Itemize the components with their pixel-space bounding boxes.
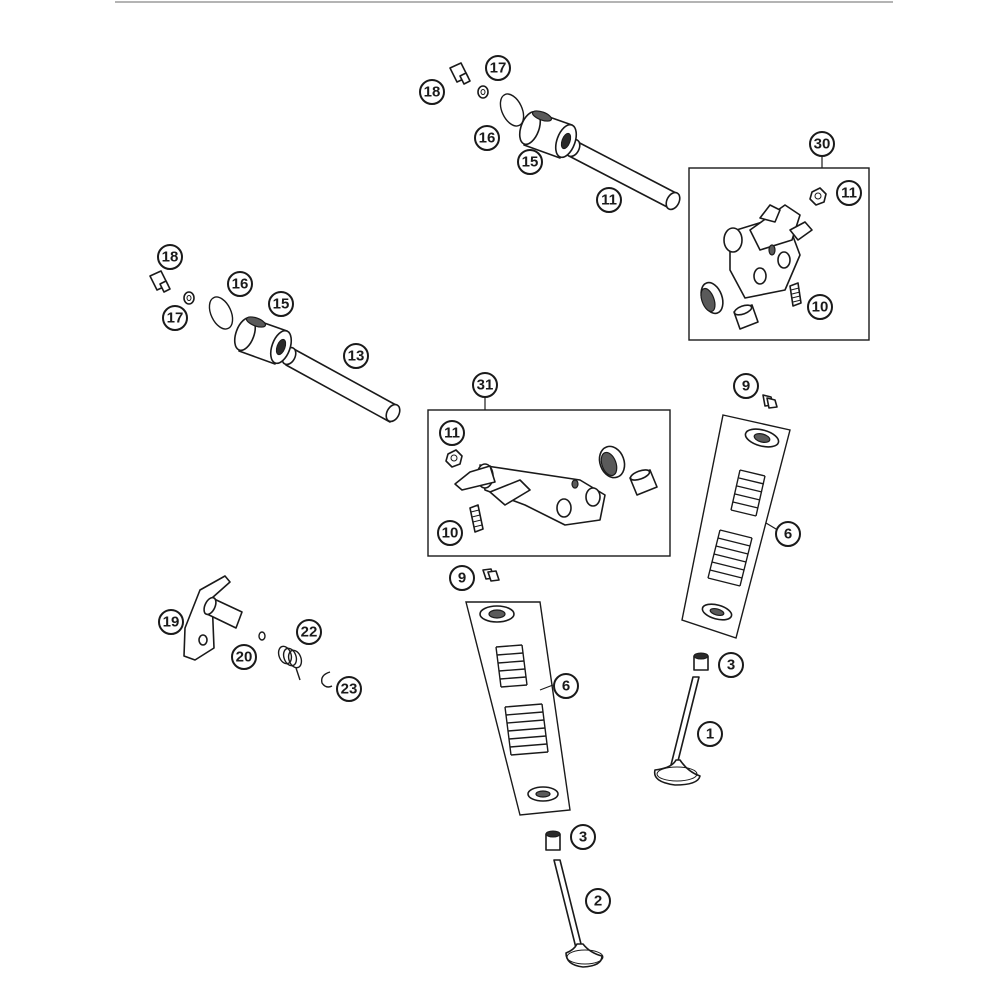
callout-10-upper: 10 [807,294,833,320]
callout-6-left: 6 [553,673,579,699]
svg-text:10: 10 [812,299,829,316]
callout-23: 23 [336,676,362,702]
svg-text:9: 9 [742,378,750,395]
outer-spring-left [504,703,549,756]
callout-15-lower: 15 [268,291,294,317]
svg-text:17: 17 [490,60,507,77]
callout-9-right: 9 [733,373,759,399]
svg-text:13: 13 [348,348,365,365]
inner-spring-left [495,644,528,688]
callout-6-right: 6 [775,521,801,547]
rocker-shaft-upper [449,62,681,211]
outer-spring-right [707,529,753,587]
valve-2 [553,859,604,968]
valve-spring-kit-right [681,394,791,639]
svg-text:3: 3 [579,829,587,846]
svg-text:6: 6 [562,678,570,695]
callout-11-lower: 11 [439,420,465,446]
callout-17-lower: 17 [162,305,188,331]
svg-text:17: 17 [167,310,184,327]
svg-text:1: 1 [706,726,714,743]
svg-text:30: 30 [814,136,831,153]
svg-text:31: 31 [477,377,494,394]
callout-16: 16 [474,125,500,151]
svg-text:16: 16 [232,276,249,293]
svg-text:18: 18 [424,84,441,101]
callout-11-upper: 11 [836,180,862,206]
callout-18: 18 [419,79,445,105]
callout-10-lower: 10 [437,520,463,546]
valve-stem-seal-left [545,830,561,851]
callout-13: 11 [596,187,622,213]
svg-text:11: 11 [601,192,617,209]
callout-17: 17 [485,55,511,81]
callout-16-lower: 16 [227,271,253,297]
valve-stem-seal-right [693,652,709,671]
inner-spring-right [730,469,766,517]
callout-15: 15 [517,149,543,175]
callout-3-right: 3 [718,652,744,678]
callout-22: 22 [296,619,322,645]
svg-text:9: 9 [458,570,466,587]
callout-18-lower: 18 [157,244,183,270]
svg-text:11: 11 [444,425,460,442]
decompressor-assembly [183,575,333,688]
svg-text:15: 15 [522,154,539,171]
svg-text:18: 18 [162,249,179,266]
svg-text:15: 15 [273,296,290,313]
valve-1 [653,676,701,786]
callout-20: 20 [231,644,257,670]
svg-text:20: 20 [236,649,253,666]
svg-text:3: 3 [727,657,735,674]
valve-spring-kit-left [465,568,571,816]
svg-text:16: 16 [479,130,496,147]
svg-text:22: 22 [301,624,318,641]
svg-text:19: 19 [163,614,180,631]
callout-31: 31 [472,372,498,398]
callout-3-left: 3 [570,824,596,850]
callout-9-left: 9 [449,565,475,591]
callout-1: 1 [697,721,723,747]
svg-text:11: 11 [841,185,857,202]
rocker-arm-assembly-30 [688,167,870,341]
callout-14: 13 [343,343,369,369]
callout-19: 19 [158,609,184,635]
svg-text:10: 10 [442,525,459,542]
decompressor-spring [277,645,303,681]
callout-2: 2 [585,888,611,914]
svg-text:23: 23 [341,681,358,698]
callout-30: 30 [809,131,835,157]
rocker-shaft-lower [149,270,401,423]
svg-text:2: 2 [594,893,602,910]
rocker-arm-assembly-31 [427,409,671,557]
svg-text:6: 6 [784,526,792,543]
